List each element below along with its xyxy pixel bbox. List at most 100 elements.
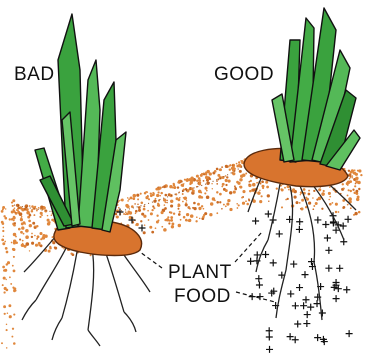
soil-speckle	[221, 185, 223, 187]
soil-speckle	[132, 197, 135, 200]
plus-marker	[256, 293, 263, 300]
soil-speckle	[284, 187, 286, 189]
soil-speckle	[13, 224, 16, 227]
soil-speckle	[152, 193, 155, 196]
soil-speckle	[201, 205, 203, 207]
soil-speckle	[203, 214, 205, 216]
soil-speckle	[47, 219, 50, 222]
soil-speckle	[15, 236, 17, 238]
soil-speckle	[13, 219, 15, 221]
plus-marker	[346, 330, 353, 337]
soil-speckle	[232, 165, 234, 167]
soil-speckle	[33, 214, 35, 216]
soil-speckle	[198, 177, 201, 180]
soil-speckle	[329, 196, 331, 198]
soil-speckle	[190, 179, 193, 182]
soil-speckle	[145, 191, 147, 193]
soil-speckle	[145, 196, 148, 199]
soil-speckle	[240, 160, 241, 161]
soil-speckle	[159, 195, 161, 197]
soil-speckle	[49, 246, 51, 248]
soil-speckle	[177, 186, 179, 188]
soil-speckle	[21, 226, 24, 229]
soil-speckle	[13, 270, 16, 273]
soil-speckle	[209, 213, 212, 216]
soil-speckle	[212, 188, 213, 189]
soil-speckle	[203, 180, 205, 182]
soil-speckle	[135, 224, 137, 226]
good-label: GOOD	[214, 64, 274, 86]
soil-speckle	[233, 191, 236, 194]
soil-speckle	[19, 212, 23, 216]
soil-speckle	[321, 192, 325, 196]
soil-speckle	[169, 185, 172, 188]
soil-speckle	[357, 196, 360, 199]
soil-speckle	[204, 187, 207, 190]
soil-speckle	[118, 200, 120, 202]
plus-marker	[322, 221, 329, 228]
soil-speckle	[216, 183, 218, 185]
soil-speckle	[39, 216, 41, 218]
soil-speckle	[248, 184, 250, 186]
soil-speckle	[308, 202, 311, 205]
soil-speckle	[205, 174, 206, 175]
soil-speckle	[13, 342, 16, 345]
soil-speckle	[152, 192, 154, 194]
soil-speckle	[18, 207, 20, 209]
soil-speckle	[48, 250, 51, 253]
soil-speckle	[203, 208, 205, 210]
soil-speckle	[346, 182, 349, 185]
soil-speckle	[9, 276, 11, 278]
soil-speckle	[162, 186, 164, 188]
soil-speckle	[198, 195, 202, 199]
soil-speckle	[5, 208, 6, 209]
soil-speckle	[177, 198, 180, 201]
soil-speckle	[138, 206, 141, 209]
soil-speckle	[17, 210, 19, 212]
soil-speckle	[351, 175, 353, 177]
soil-speckle	[135, 210, 138, 213]
plus-marker	[276, 230, 283, 237]
soil-speckle	[332, 202, 334, 204]
soil-speckle	[13, 314, 15, 316]
soil-speckle	[237, 207, 239, 209]
soil-speckle	[236, 163, 238, 165]
soil-speckle	[221, 166, 223, 168]
soil-speckle	[165, 201, 167, 203]
soil-speckle	[31, 236, 33, 238]
soil-speckle	[185, 202, 187, 204]
soil-speckle	[228, 166, 229, 167]
soil-speckle	[350, 207, 352, 209]
soil-speckle	[241, 197, 243, 199]
soil-speckle	[1, 210, 4, 213]
soil-speckle	[288, 189, 290, 191]
soil-speckle	[246, 203, 249, 206]
plant-food-label-line1: PLANT	[168, 262, 232, 284]
plus-marker	[340, 222, 347, 229]
soil-speckle	[348, 170, 350, 172]
soil-speckle	[141, 202, 144, 205]
soil-speckle	[257, 191, 261, 195]
soil-speckle	[223, 204, 225, 206]
soil-speckle	[164, 207, 167, 210]
soil-speckle	[338, 211, 340, 213]
soil-speckle	[126, 213, 129, 216]
soil-speckle	[211, 183, 212, 184]
soil-speckle	[170, 211, 172, 213]
soil-speckle	[219, 201, 221, 203]
soil-speckle	[22, 243, 24, 245]
soil-speckle	[225, 189, 228, 192]
soil-speckle	[355, 177, 358, 180]
soil-speckle	[12, 199, 15, 202]
soil-speckle	[306, 197, 308, 199]
soil-speckle	[25, 235, 29, 239]
soil-speckle	[155, 188, 158, 191]
soil-speckle	[40, 205, 43, 208]
plus-marker	[255, 275, 262, 282]
soil-speckle	[197, 203, 200, 206]
soil-speckle	[157, 203, 159, 205]
soil-speckle	[226, 203, 229, 206]
soil-speckle	[225, 165, 228, 168]
soil-speckle	[140, 220, 142, 222]
soil-speckle	[11, 242, 13, 244]
